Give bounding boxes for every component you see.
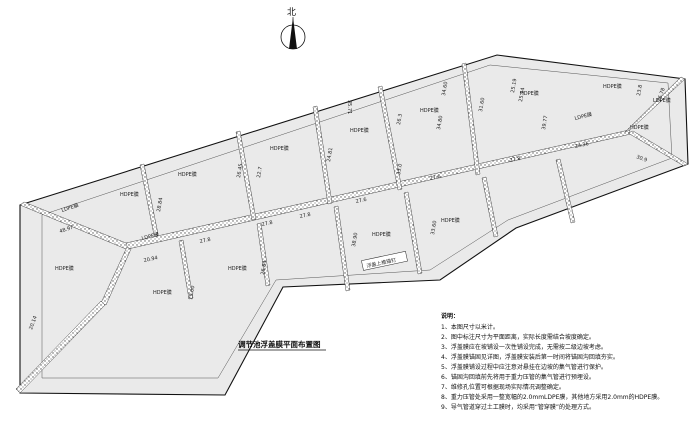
- note-item: 4、浮盖膜锚固见详图，浮盖膜安装后第一时间将锚固沟回填夯实。: [441, 354, 619, 361]
- ldpe-membrane-label: LDPE膜: [574, 111, 593, 122]
- dimension-label: 24.81: [326, 147, 334, 162]
- dimension-label: 25.19: [510, 78, 518, 93]
- hdpe-membrane-label: HDPE膜: [420, 107, 439, 114]
- dimension-label: 27.6: [355, 197, 367, 205]
- note-item: 1、本图尺寸以米计。: [441, 324, 499, 331]
- hdpe-membrane-label: HDPE膜: [350, 127, 369, 134]
- dimension-label: 26.45: [236, 163, 244, 178]
- dimension-label: 27.8: [299, 212, 311, 220]
- dimension-label: 33.60: [430, 220, 438, 235]
- hdpe-membrane-label: HDPE膜: [228, 265, 247, 272]
- hdpe-membrane-label: HDPE膜: [55, 265, 74, 272]
- dimension-label: 19.00: [188, 285, 196, 300]
- note-item: 5、浮盖膜铺设过程中应注意对悬挂在边坡的集气管进行保护。: [441, 364, 607, 371]
- notes-block: 说明： 1、本图尺寸以米计。 2、图中标注尺寸为平面距离，实际长度需结合坡度确定…: [441, 312, 696, 413]
- note-item: 9、导气管道穿过土工膜时，均采用“管穿膜”的处理方式。: [441, 404, 596, 411]
- dimension-label: 28.84: [156, 197, 164, 212]
- north-arrow: 北: [280, 7, 306, 50]
- hdpe-membrane-label: HDPE膜: [630, 124, 649, 131]
- dimension-label: 22.7: [256, 166, 264, 178]
- ldpe-membrane-label: LDPE膜: [141, 231, 160, 242]
- dimension-labels: 48.97 20.94 27.8 27.8 27.8 27.6 27.6 27.8 24.36 3…: [28, 78, 667, 330]
- dimension-label: 27.6: [429, 174, 441, 182]
- dimension-label: 38.90: [351, 232, 359, 247]
- pond-inner-line: [41, 64, 673, 379]
- dimension-label: 25.94: [518, 87, 526, 102]
- notes-list: 1、本图尺寸以米计。 2、图中标注尺寸为平面距离，实际长度需结合坡度确定。 3、…: [441, 323, 696, 413]
- ldpe-membrane-label: LDPE膜: [653, 97, 671, 104]
- hdpe-membrane-label: HDPE膜: [270, 145, 289, 152]
- dimension-label: 23.8: [636, 84, 644, 96]
- notes-heading: 说明：: [441, 313, 460, 320]
- dimension-label: 27.8: [199, 237, 211, 245]
- dimension-label: 26.78: [656, 87, 667, 103]
- dimension-label: 31.60: [478, 97, 486, 112]
- dimension-label: 26.84: [260, 260, 268, 275]
- dimension-label: 35.71: [346, 100, 352, 114]
- dimension-label: 34.80: [436, 115, 444, 130]
- gravity-strips: [15, 62, 689, 394]
- hdpe-membrane-label: HDPE膜: [120, 191, 139, 198]
- dimension-label: 24.36: [574, 141, 589, 150]
- hdpe-membrane-label: HDPE膜: [441, 217, 460, 224]
- dimension-label: 48.97: [59, 225, 74, 235]
- hdpe-membrane-label: HDPE膜: [178, 171, 197, 178]
- dimension-label: 34.60: [441, 81, 449, 96]
- note-item: 8、重力压管处采用一整宽幅的2.0mmLDPE膜，其他地方采用2.0mm的HDP…: [441, 394, 664, 401]
- note-item: 3、浮盖膜应在坡铺设一次性铺设完成，无需按二级边坡考虑。: [441, 344, 607, 351]
- dimension-label: 27.8: [509, 156, 521, 164]
- note-item: 2、图中标注尺寸为平面距离，实际长度需结合坡度确定。: [441, 334, 595, 341]
- dimension-label: 20.94: [143, 255, 158, 264]
- north-label: 北: [287, 7, 296, 18]
- dimension-label: 26.3: [396, 113, 404, 125]
- dimension-label: 33.0: [396, 163, 404, 175]
- hdpe-membrane-label: HDPE膜: [153, 289, 172, 296]
- hdpe-membrane-label: HDPE膜: [603, 83, 622, 90]
- drawing-title: 调节池浮盖膜平面布置图: [238, 339, 321, 349]
- note-item: 6、锚固沟回填前先将用于重力压管的集气管进行预埋设。: [441, 374, 595, 381]
- dimension-label: 30.9: [635, 154, 648, 163]
- pond-outline: [19, 54, 689, 396]
- dimension-label: 20.14: [28, 315, 39, 331]
- hdpe-membrane-label: HDPE膜: [520, 90, 539, 97]
- note-item: 7、维修孔位置可根据现场实际情况调整确定。: [441, 384, 565, 391]
- hdpe-membrane-label: HDPE膜: [372, 231, 391, 238]
- dimension-label: 39.77: [541, 115, 549, 130]
- dimension-label: 27.8: [261, 220, 273, 228]
